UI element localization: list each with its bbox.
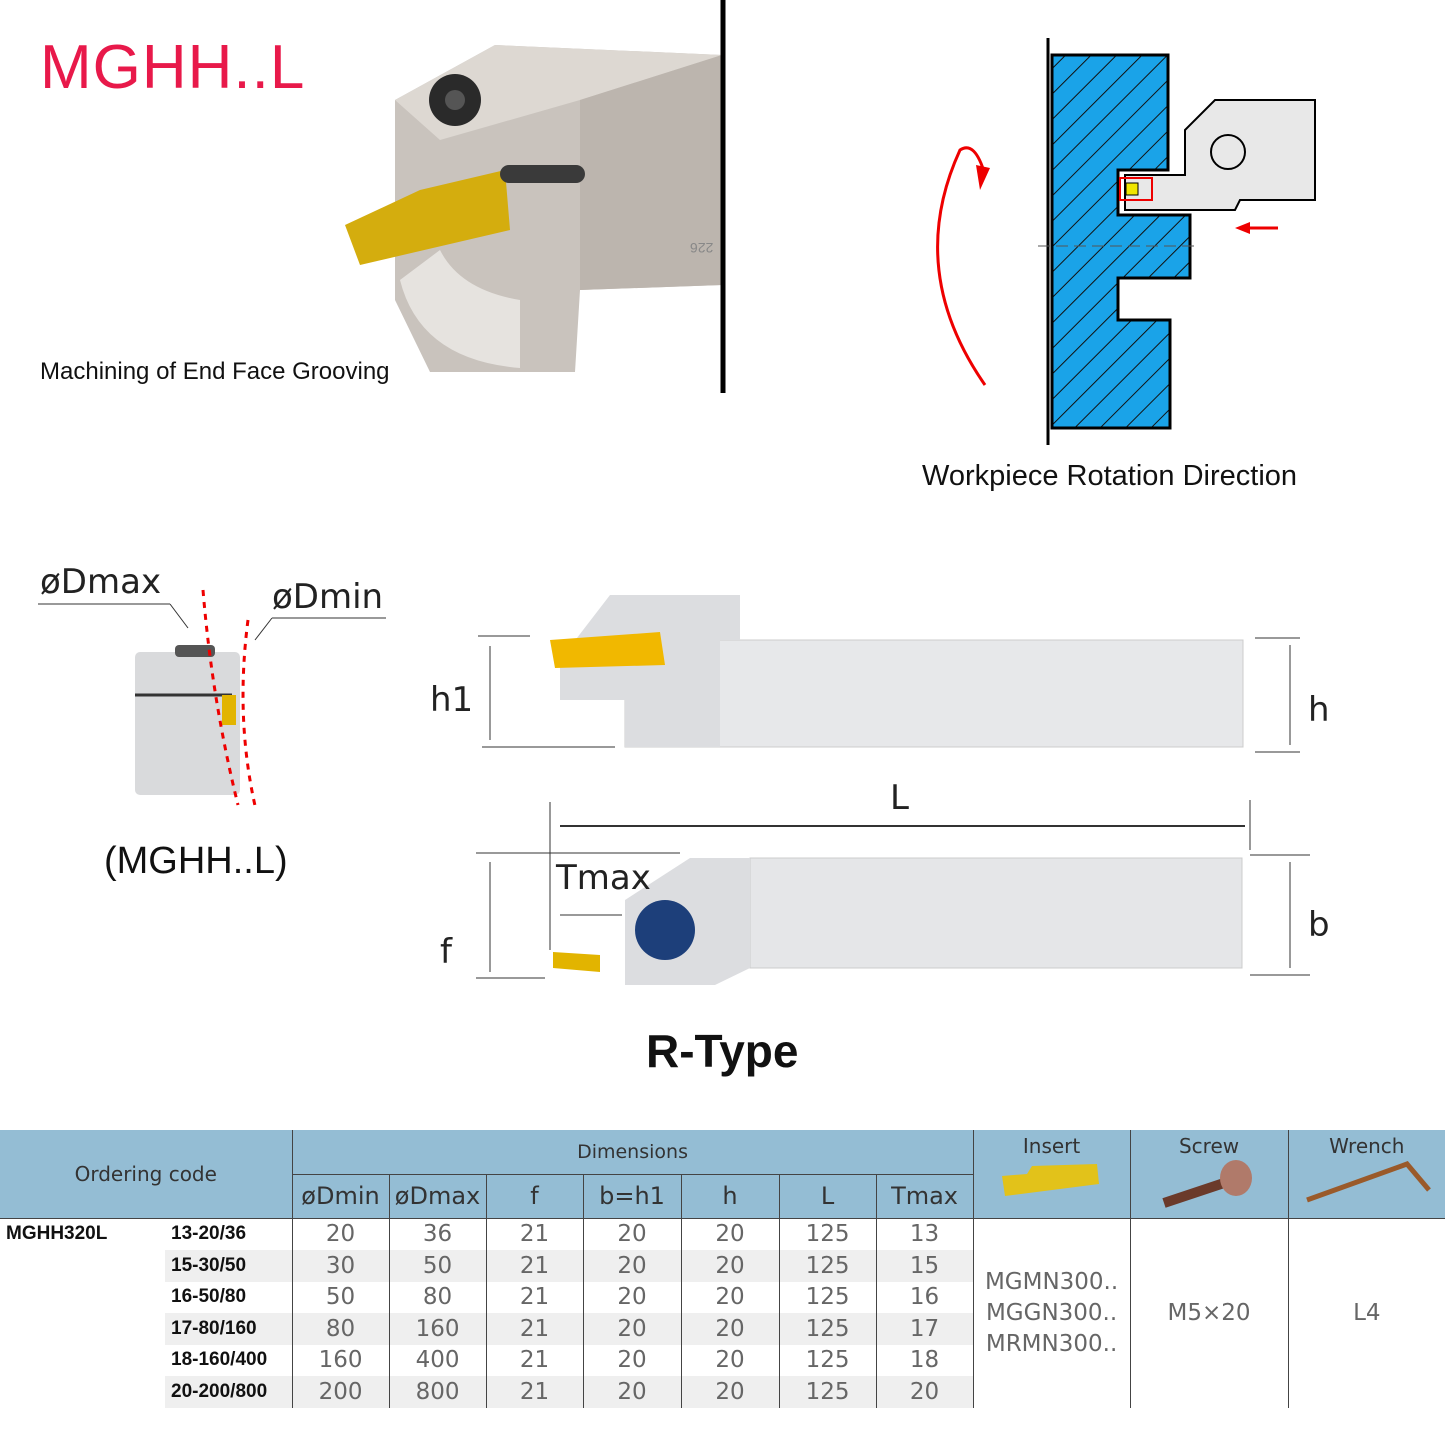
- insert-code: MRMN300..: [985, 1330, 1118, 1357]
- dimension-cell: 36: [388, 1218, 487, 1250]
- dimension-cell: 17: [875, 1313, 974, 1345]
- dimension-cell: 20: [875, 1376, 974, 1408]
- insert-cell: MGMN300.. MGGN300.. MRMN300..: [972, 1218, 1131, 1408]
- col-header: øDmin: [291, 1174, 390, 1219]
- col-header: L: [778, 1174, 877, 1219]
- ordering-code: 17-80/160: [165, 1313, 293, 1345]
- dimension-cell: 20: [680, 1250, 780, 1282]
- dimension-cell: 20: [680, 1281, 780, 1313]
- col-header: f: [485, 1174, 584, 1219]
- dimension-cell: 15: [875, 1250, 974, 1282]
- wrench-header: Wrench: [1287, 1130, 1445, 1219]
- wrench-icon: [1305, 1161, 1431, 1203]
- col-header: h: [680, 1174, 780, 1219]
- label-dmax: øDmax: [40, 562, 162, 602]
- dimension-cell: 20: [680, 1376, 780, 1408]
- dimension-cell: 13: [875, 1218, 974, 1250]
- ordering-code-header: Ordering code: [0, 1130, 293, 1219]
- dimension-cell: 20: [582, 1344, 682, 1376]
- dimension-cell: 20: [680, 1344, 780, 1376]
- insert-code: MGGN300..: [985, 1299, 1118, 1326]
- col-header: b=h1: [582, 1174, 682, 1219]
- illustrations: [38, 0, 1316, 985]
- dimension-cell: 200: [291, 1376, 390, 1408]
- label-L: L: [890, 778, 909, 818]
- label-f: f: [440, 932, 452, 972]
- ordering-code: 20-200/800: [165, 1376, 293, 1408]
- label-dmin: øDmin: [272, 577, 384, 617]
- screw-cell: M5×20: [1129, 1218, 1289, 1408]
- dimension-cell: 125: [778, 1218, 877, 1250]
- dimension-cell: 125: [778, 1376, 877, 1408]
- insert-header: Insert: [972, 1130, 1131, 1219]
- dimension-cell: 80: [388, 1281, 487, 1313]
- dimension-cell: 20: [582, 1313, 682, 1345]
- ordering-code: 16-50/80: [171, 1286, 247, 1308]
- col-header: øDmax: [388, 1174, 487, 1219]
- side-view-label: (MGHH..L): [104, 840, 288, 882]
- top-view-drawing: [476, 595, 1310, 985]
- dimension-cell: 21: [485, 1250, 584, 1282]
- spec-table: Ordering code Dimensions Insert Screw Wr…: [0, 1130, 1445, 1408]
- dimension-cell: 125: [778, 1344, 877, 1376]
- ordering-code: 13-20/36: [171, 1223, 247, 1245]
- page-title: MGHH..L: [40, 33, 306, 102]
- dimension-cell: 20: [680, 1313, 780, 1345]
- dimension-cell: 21: [485, 1281, 584, 1313]
- dimension-cell: 20: [582, 1281, 682, 1313]
- dimension-cell: 50: [388, 1250, 487, 1282]
- dimension-cell: 21: [485, 1376, 584, 1408]
- screw-header: Screw: [1129, 1130, 1289, 1219]
- wrench-header-label: Wrench: [1329, 1134, 1405, 1158]
- body-marking: 226: [690, 240, 714, 256]
- dimension-cell: 160: [291, 1344, 390, 1376]
- tool-photo: [345, 0, 726, 393]
- ordering-code: 15-30/50: [165, 1250, 293, 1282]
- dimension-cell: 125: [778, 1281, 877, 1313]
- dimension-cell: 18: [875, 1344, 974, 1376]
- dimension-cell: 21: [485, 1313, 584, 1345]
- ordering-code: 18-160/400: [171, 1349, 268, 1371]
- dimension-cell: 160: [388, 1313, 487, 1345]
- dimension-cell: 80: [291, 1313, 390, 1345]
- label-b: b: [1308, 905, 1330, 945]
- dimension-cell: 20: [582, 1376, 682, 1408]
- dimension-cell: 400: [388, 1344, 487, 1376]
- model-code: MGHH320L: [6, 1222, 108, 1244]
- type-label: R-Type: [646, 1025, 799, 1077]
- photo-caption: Machining of End Face Grooving: [40, 358, 390, 385]
- dimension-cell: 30: [291, 1250, 390, 1282]
- dimension-cell: 20: [291, 1218, 390, 1250]
- side-view-drawing: [38, 589, 386, 811]
- dimension-cell: 21: [485, 1218, 584, 1250]
- dimension-cell: 125: [778, 1313, 877, 1345]
- label-h1: h1: [430, 680, 474, 720]
- dimension-cell: 21: [485, 1344, 584, 1376]
- dimension-cell: 16: [875, 1281, 974, 1313]
- diagram-caption: Workpiece Rotation Direction: [922, 460, 1298, 492]
- dimension-cell: 50: [291, 1281, 390, 1313]
- screw-header-label: Screw: [1178, 1134, 1240, 1158]
- dimension-cell: 125: [778, 1250, 877, 1282]
- dimension-cell: 800: [388, 1376, 487, 1408]
- screw-icon: [1162, 1160, 1253, 1208]
- insert-header-label: Insert: [1022, 1134, 1081, 1158]
- col-header: Tmax: [875, 1174, 974, 1219]
- workpiece-diagram: [936, 38, 1316, 445]
- dimensions-header: Dimensions: [291, 1130, 974, 1175]
- dimension-cell: 20: [680, 1218, 780, 1250]
- insert-code: MGMN300..: [984, 1268, 1119, 1295]
- label-tmax: Tmax: [556, 858, 651, 898]
- dimension-cell: 20: [582, 1250, 682, 1282]
- insert-icon: [1001, 1164, 1099, 1196]
- wrench-cell: L4: [1287, 1218, 1445, 1408]
- label-h: h: [1308, 690, 1330, 730]
- dimension-cell: 20: [582, 1218, 682, 1250]
